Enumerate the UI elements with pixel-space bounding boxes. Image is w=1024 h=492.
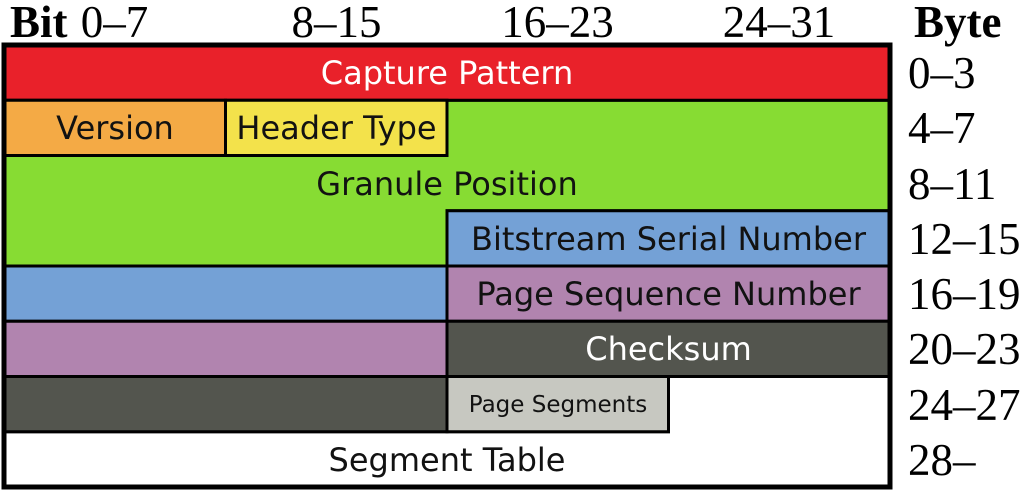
page-sequence-number-label: Page Sequence Number	[476, 274, 861, 313]
header-type-label: Header Type	[236, 109, 437, 147]
bit-axis-label: Bit	[10, 0, 68, 47]
byte-range-label-0: 0–3	[908, 47, 976, 98]
byte-range-label-7: 28–	[908, 434, 976, 485]
table-outer-border	[1, 42, 893, 490]
byte-range-label-4: 16–19	[908, 268, 1021, 319]
field-page-segments-shape	[445, 375, 670, 434]
byte-axis-label: Byte	[914, 0, 1002, 47]
byte-range-label-2: 8–11	[908, 158, 997, 209]
field-page-sequence-number-shape	[2, 319, 449, 378]
field-bitstream-serial-number-shape	[2, 264, 449, 323]
bit-range-label-3: 24–31	[722, 0, 836, 47]
page-segments-label: Page Segments	[468, 391, 648, 418]
segment-table-label: Segment Table	[328, 440, 566, 479]
granule-position-label: Granule Position	[316, 164, 578, 203]
checksum-label: Checksum	[585, 330, 752, 368]
field-version-shape	[2, 98, 227, 157]
byte-range-label-5: 20–23	[908, 324, 1021, 374]
byte-range-label-6: 24–27	[908, 379, 1021, 430]
bit-range-label-1: 8–15	[291, 0, 382, 47]
field-checksum-shape	[2, 375, 449, 434]
version-label: Version	[56, 109, 174, 147]
bit-range-label-0: 0–7	[80, 0, 149, 47]
bitstream-serial-number-label: Bitstream Serial Number	[471, 219, 866, 258]
capture-pattern-label: Capture Pattern	[320, 53, 574, 92]
byte-range-label-3: 12–15	[908, 213, 1021, 264]
byte-range-label-1: 4–7	[908, 103, 976, 153]
field-header-type-shape	[224, 98, 449, 157]
field-capture-pattern-shape	[2, 43, 892, 102]
bit-range-label-2: 16–23	[501, 0, 614, 47]
